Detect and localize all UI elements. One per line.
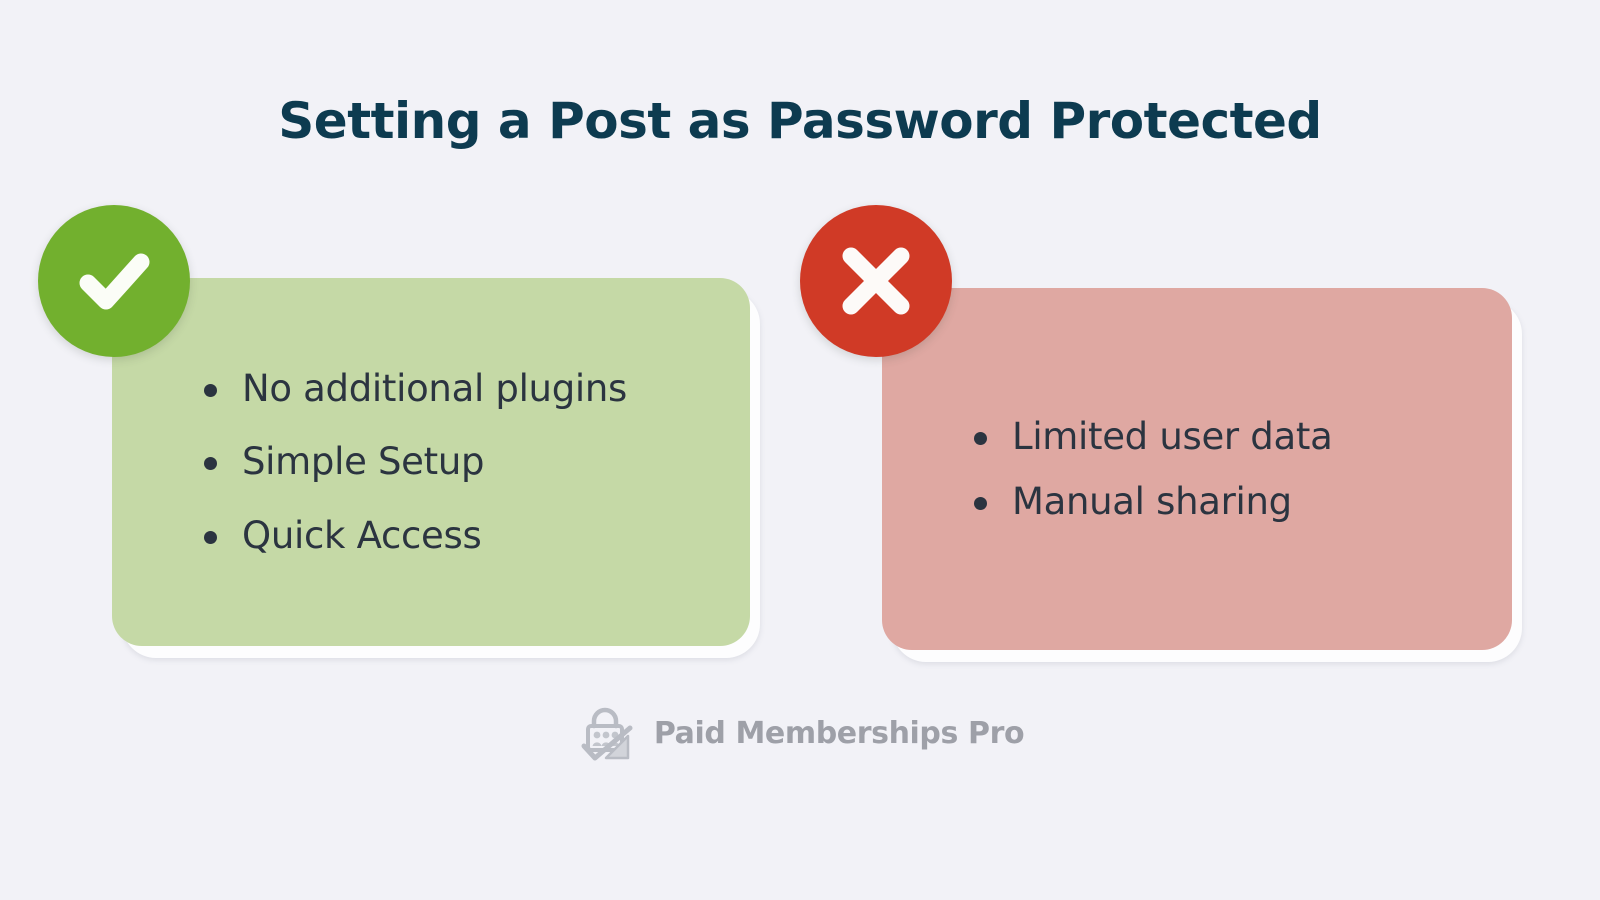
paid-memberships-pro-logo-icon [576,702,638,764]
cons-list: Limited user data Manual sharing [968,414,1474,524]
page-title: Setting a Post as Password Protected [278,92,1322,150]
cons-card-face: Limited user data Manual sharing [882,288,1512,650]
list-item: Limited user data [968,414,1474,459]
cons-card: Limited user data Manual sharing [882,288,1522,662]
pros-list: No additional plugins Simple Setup Quick… [198,366,712,557]
list-item: Quick Access [198,513,712,558]
list-item: Manual sharing [968,479,1474,524]
cross-circle-icon [800,205,952,357]
list-item: No additional plugins [198,366,712,411]
pros-card: No additional plugins Simple Setup Quick… [112,278,760,658]
pros-card-face: No additional plugins Simple Setup Quick… [112,278,750,646]
check-circle-icon [38,205,190,357]
list-item: Simple Setup [198,439,712,484]
brand-name: Paid Memberships Pro [653,715,1025,751]
footer-brand: Paid Memberships Pro [0,702,1600,764]
